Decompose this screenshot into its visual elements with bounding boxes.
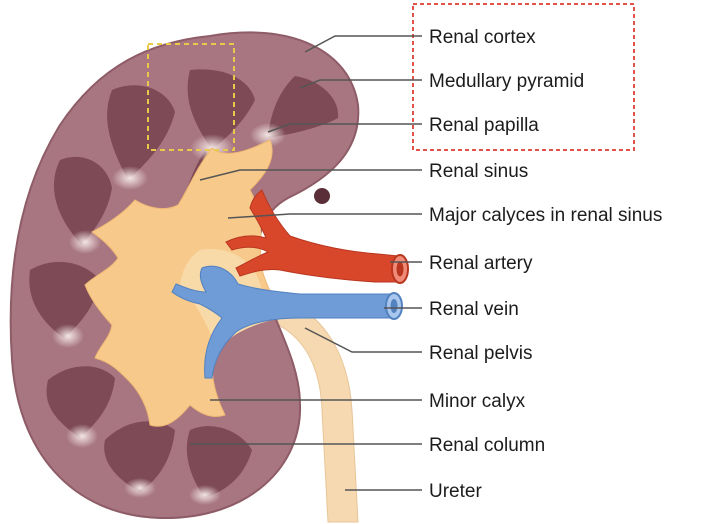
renal-artery-vessel (225, 189, 399, 283)
pyramid (104, 421, 175, 492)
label-major-calyces: Major calyces in renal sinus (429, 205, 662, 226)
yellow-dashed-box (147, 43, 235, 151)
leader-major-calyces (227, 213, 422, 219)
pyramid (268, 76, 339, 138)
label-renal-pelvis: Renal pelvis (429, 343, 533, 364)
label-renal-cortex: Renal cortex (429, 27, 536, 48)
label-renal-sinus: Renal sinus (429, 161, 528, 182)
leader-renal-papilla (267, 123, 422, 133)
renal-vein-vessel (171, 265, 393, 379)
leader-lines (190, 35, 422, 491)
label-renal-papilla: Renal papilla (429, 115, 539, 136)
pyramid (107, 85, 175, 180)
leader-renal-sinus (199, 169, 422, 181)
label-medullary-pyramid: Medullary pyramid (429, 71, 584, 92)
papilla-glows (52, 123, 286, 505)
pyramid (53, 156, 112, 245)
label-renal-vein: Renal vein (429, 299, 519, 320)
pyramid (29, 261, 100, 338)
label-minor-calyx: Minor calyx (429, 391, 526, 412)
red-dashed-box (412, 3, 635, 151)
leader-renal-pelvis (304, 327, 422, 353)
cortex-dot (314, 188, 330, 204)
pyramid (46, 366, 115, 438)
pyramid (187, 69, 255, 150)
label-renal-artery: Renal artery (429, 253, 533, 274)
labels: Renal cortex Medullary pyramid Renal pap… (429, 27, 662, 502)
leader-medullary-pyramid (299, 79, 422, 89)
label-ureter: Ureter (429, 481, 482, 502)
label-renal-column: Renal column (429, 435, 545, 456)
leader-renal-cortex (304, 35, 422, 53)
